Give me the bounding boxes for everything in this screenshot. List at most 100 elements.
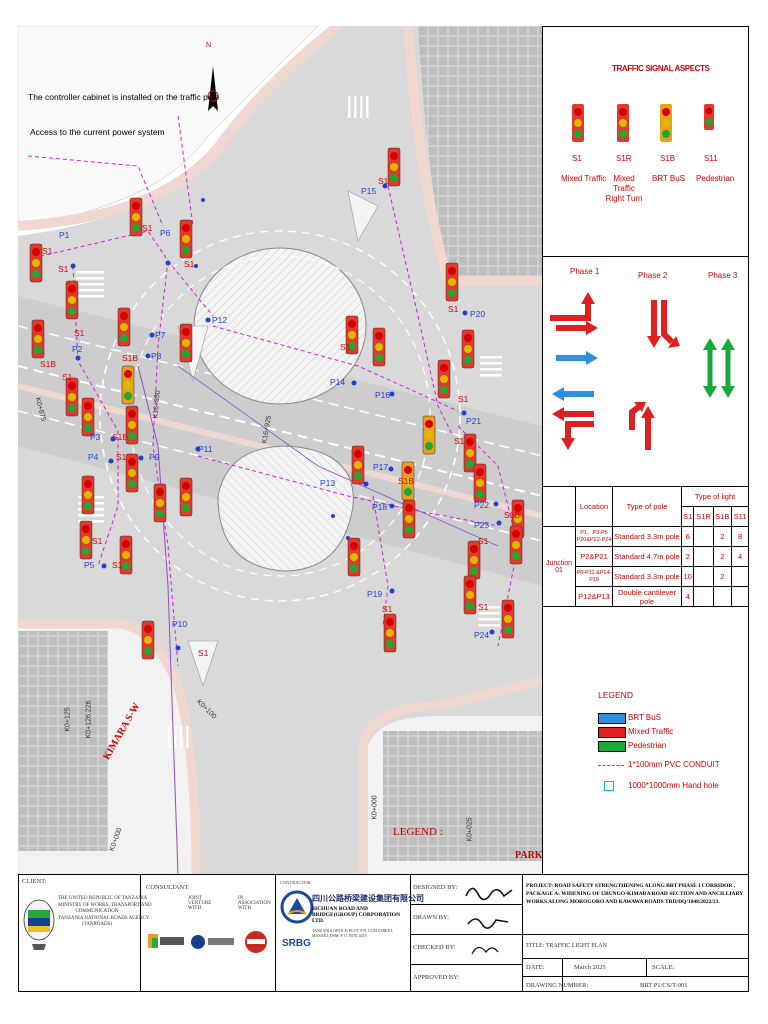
signal-tag: S1 — [112, 560, 123, 570]
signal-tag: S1 — [74, 328, 85, 338]
phase-3-arrows — [703, 338, 735, 398]
table-corner — [542, 486, 576, 527]
col-header-light: Type of light — [681, 486, 749, 507]
consultant-label: CONSULTANT: — [146, 884, 190, 891]
signal-tag: S1B — [112, 432, 129, 442]
drawn-by-label: DRAWN BY: — [413, 914, 449, 921]
pole-label-p10: P10 — [172, 619, 188, 629]
phase-label: Phase 2 — [638, 271, 668, 280]
signal-tag: S1 — [198, 648, 209, 658]
legend-label-pedestrian: Pedestrian — [628, 741, 667, 750]
title-block-divider — [522, 934, 749, 935]
client-text: THE UNITED REPUBLIC OF TANZANIA MINISTRY… — [58, 896, 152, 927]
signal-tag: S1 — [378, 176, 389, 186]
pole-label-p16: P16 — [375, 390, 391, 400]
signatures — [465, 887, 513, 955]
pole-markers — [70, 183, 502, 651]
signal-tag: S1 — [478, 536, 489, 546]
signal-tag: S1 — [42, 246, 53, 256]
title-block-divider — [140, 874, 141, 992]
pole-label-p23: P23 — [474, 520, 490, 530]
signal-tag: S1B — [40, 359, 57, 369]
project-description: PROJECT: ROAD SAFETY STRENGTHENING ALONG… — [526, 883, 744, 905]
title-block-divider — [646, 958, 647, 976]
chainage-label: K0+000 — [371, 795, 379, 820]
pole-label-p6: P6 — [160, 228, 171, 238]
signal-aspects-title: TRAFFIC SIGNAL ASPECTS — [612, 64, 710, 73]
table-row: P2&P21 Standard 4.7m pole 2 2 4 — [543, 546, 749, 567]
traffic-signal-heads — [29, 147, 525, 660]
roundabout-drawing — [18, 26, 542, 874]
pole-label-p7: P7 — [155, 330, 166, 340]
building-block-se — [383, 731, 542, 861]
col-header-pole: Type of pole — [612, 486, 682, 527]
title-block-divider — [410, 934, 522, 935]
legend-label-handhole: 1000*1000mm Hand hole — [628, 781, 719, 790]
signal-tag: S1 — [142, 223, 153, 233]
central-island-south — [217, 445, 354, 572]
contractor-name-en: SICHUAN ROAD AND BRIDGE(GROUP) CORPORATI… — [312, 906, 401, 924]
junction-cell: Junction 01 — [542, 526, 576, 607]
pole-label-p8: P8 — [151, 351, 162, 361]
col-header-s1: S1 — [680, 506, 695, 527]
title-block-divider — [410, 874, 411, 992]
aspect-desc: Mixed Traffic — [561, 174, 607, 183]
signal-tag: S1 — [454, 436, 465, 446]
association-label: IN ASSOCIATION WITH — [238, 896, 271, 911]
signal-tag: S1B — [504, 510, 521, 520]
signal-tag: S1 — [478, 602, 489, 612]
pole-label-p18: P18 — [372, 502, 388, 512]
pole-label-p4: P4 — [88, 452, 99, 462]
pole-label-p3: P3 — [90, 432, 101, 442]
pole-label-p24: P24 — [474, 630, 490, 640]
table-row: Junction 01 P1、P3-P5 P20&P22-P24 Standar… — [542, 526, 749, 607]
pole-label-p15: P15 — [361, 186, 377, 196]
chainage-label: K0+125 — [64, 707, 72, 732]
phase-label: Phase 3 — [708, 271, 738, 280]
phase-label: Phase 1 — [570, 267, 600, 276]
legend-swatch-pedestrian — [598, 741, 626, 752]
pole-label-p17: P17 — [373, 462, 389, 472]
title-block-divider — [275, 874, 276, 992]
signal-tag: S1 — [448, 304, 459, 314]
road-label-parking: PARKI — [515, 850, 542, 861]
pole-label-p1: P1 — [59, 230, 70, 240]
north-arrow — [207, 66, 219, 111]
pole-label-p12: P12 — [212, 315, 228, 325]
approved-by-label: APPROVED BY: — [413, 974, 460, 981]
signal-aspects-icons — [572, 104, 714, 142]
contractor-name-cn: 四川公路桥梁建设集团有限公司 — [312, 894, 424, 903]
drawing-number-label: DRAWING NUMBER: — [526, 982, 589, 989]
client-label: CLIENT: — [22, 878, 47, 885]
pole-label-p21: P21 — [466, 416, 482, 426]
signal-tag: S1 — [116, 452, 127, 462]
signal-tag: S1 — [382, 604, 393, 614]
signal-tag: S1 — [92, 536, 103, 546]
aspect-code: S1R — [616, 154, 632, 163]
aspect-desc: Mixed Traffic Right Turn — [605, 174, 643, 203]
pole-schedule-table: Location Type of pole Type of light S1 S… — [542, 486, 749, 607]
aspect-desc: Pedestrian — [696, 174, 735, 183]
pole-label-p13: P13 — [320, 478, 336, 488]
phase-diagram — [550, 292, 735, 450]
srbg-wordmark: SRBG — [282, 938, 311, 949]
phase-1-arrows — [550, 292, 598, 450]
title-block-border — [18, 874, 749, 875]
phase-2-arrows — [629, 300, 680, 450]
legend-conduit-line — [598, 765, 624, 766]
note-controller-cabinet: The controller cabinet is installed on t… — [28, 92, 220, 102]
title-block-divider — [410, 904, 522, 905]
building-block-ne — [418, 26, 542, 276]
panel-divider — [542, 256, 749, 257]
chainage-label: K0+126.226 — [85, 700, 93, 739]
title-block-divider — [522, 958, 749, 959]
signal-tag: S1 — [458, 394, 469, 404]
title-block-divider — [410, 964, 522, 965]
signal-tag: S1 — [184, 259, 195, 269]
consultant-logos — [148, 931, 267, 953]
pole-label-p19: P19 — [367, 589, 383, 599]
aspect-desc: BRT BuS — [652, 174, 686, 183]
designed-by-label: DESIGNED BY: — [413, 884, 458, 891]
building-block-sw — [18, 631, 108, 851]
aspect-code: S1 — [572, 154, 582, 163]
